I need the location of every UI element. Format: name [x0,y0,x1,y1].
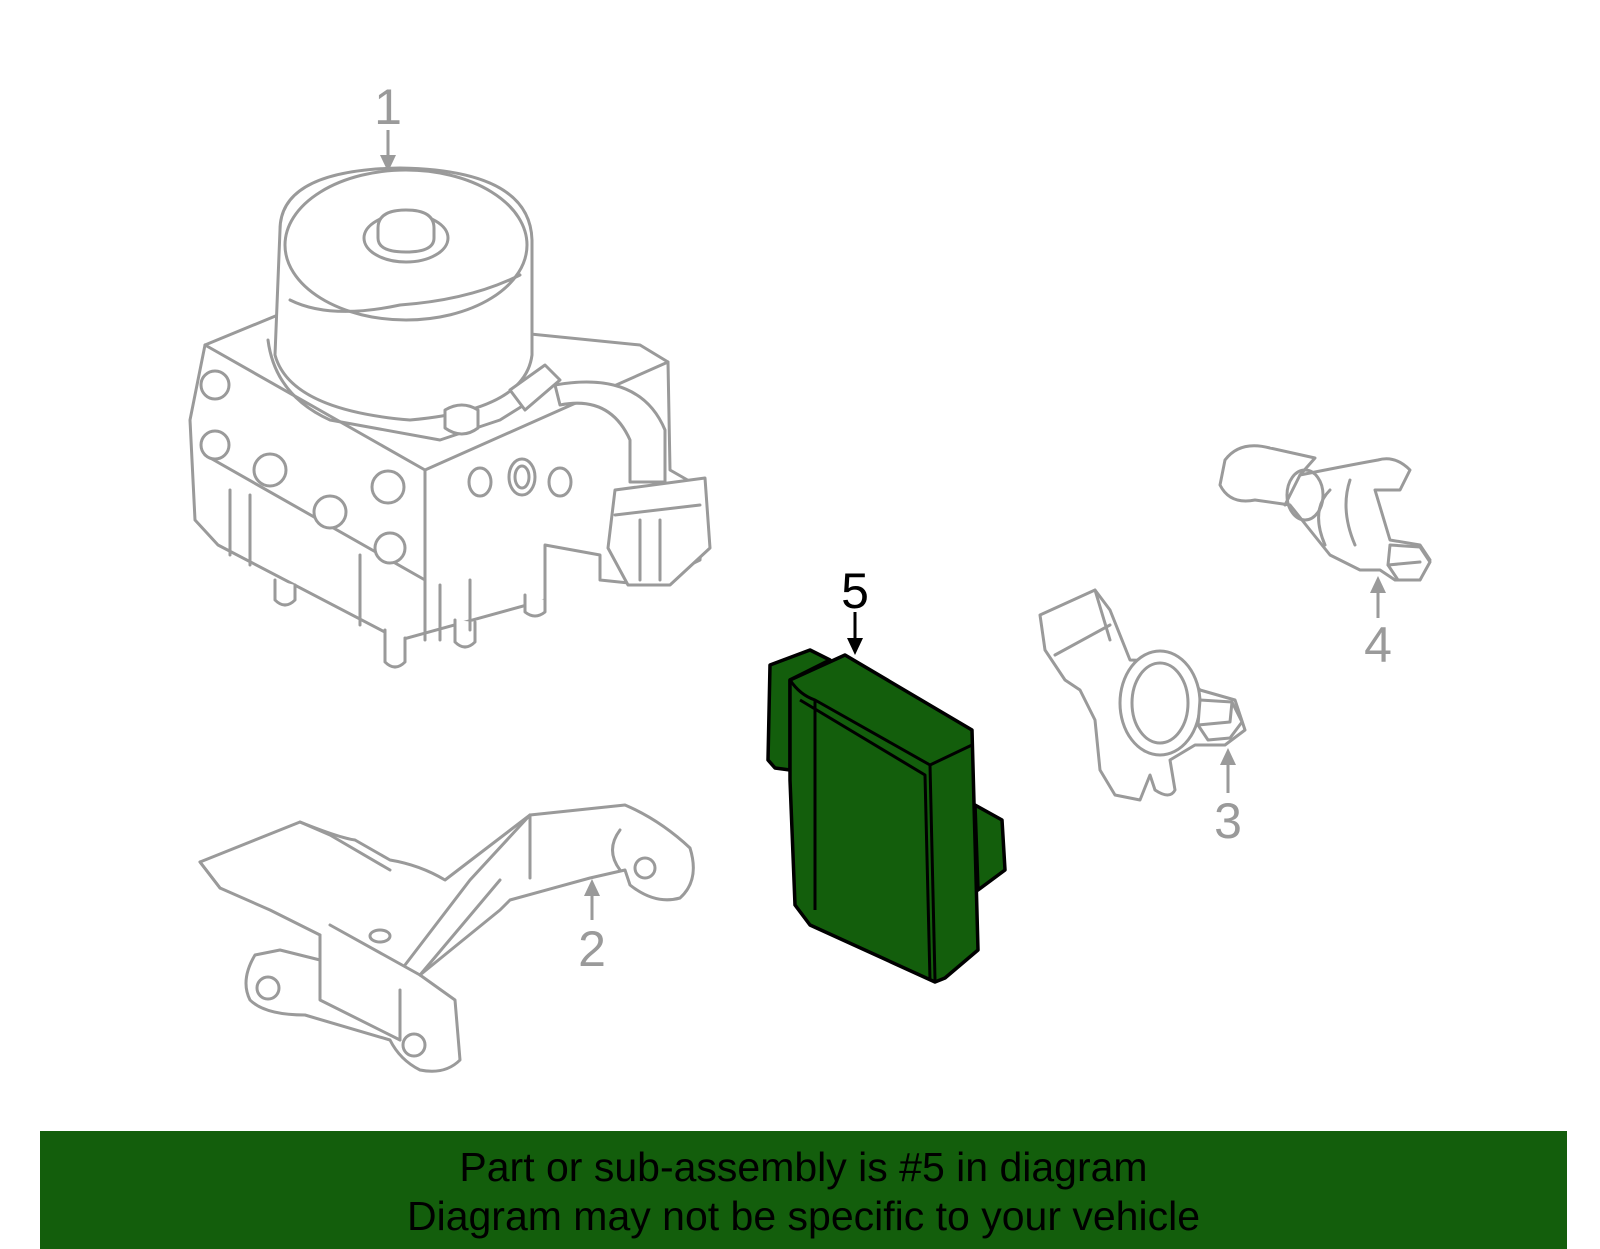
callout-3-label: 3 [1214,793,1242,849]
callout-5-label: 5 [841,563,869,619]
callout-4-label: 4 [1364,617,1392,673]
part-2-bracket [198,803,695,1073]
callout-1-label: 1 [374,79,402,135]
callout-2: 2 [578,879,606,977]
banner-line-2: Diagram may not be specific to your vehi… [406,1193,1200,1239]
callout-1: 1 [374,79,402,172]
banner-line-1: Part or sub-assembly is #5 in diagram [459,1144,1148,1190]
part-5-control-module [766,648,1007,984]
callout-5: 5 [841,563,869,655]
info-banner: Part or sub-assembly is #5 in diagram Di… [40,1131,1567,1249]
part-4-sensor [1218,444,1432,582]
callout-4: 4 [1364,576,1392,673]
callout-2-label: 2 [578,921,606,977]
part-1-abs-unit [188,166,712,669]
callout-3: 3 [1214,748,1242,849]
part-3-sensor [1038,588,1247,802]
